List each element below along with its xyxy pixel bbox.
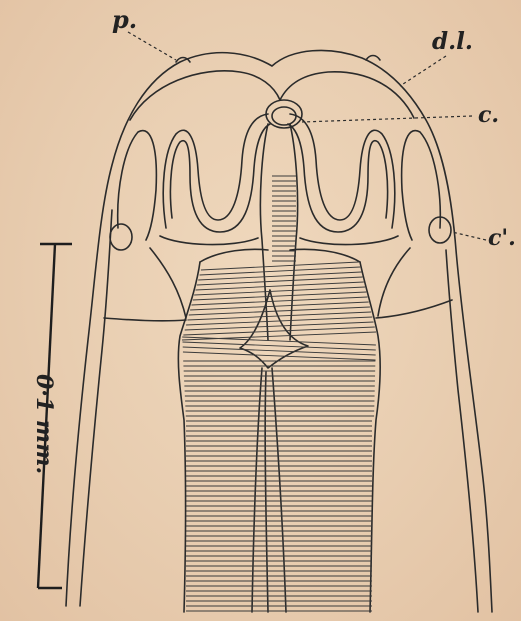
papilla-c-inner xyxy=(272,107,296,125)
lip-loop-left-base xyxy=(160,236,258,245)
lumen-star xyxy=(240,290,308,368)
muscle-stripe xyxy=(193,292,366,300)
oesophagus-right-wall xyxy=(360,262,380,612)
leader-c-prime xyxy=(452,232,486,240)
muscle-stripe xyxy=(189,307,370,315)
lateral-loop-right xyxy=(402,131,441,240)
side-fibre-left xyxy=(150,248,186,318)
lip-loop-right-outer xyxy=(290,114,395,228)
side-fibre-right xyxy=(378,248,410,316)
muscle-stripe xyxy=(182,337,376,345)
cervical-line-left xyxy=(104,318,186,321)
leader-dl xyxy=(400,56,446,86)
cervical-line-right xyxy=(376,300,452,318)
muscle-stripe xyxy=(182,342,375,350)
papilla-c xyxy=(266,100,302,128)
label-p: p. xyxy=(112,8,137,32)
central-stalk-right xyxy=(290,124,298,340)
label-leaders xyxy=(128,32,486,240)
leader-p xyxy=(128,32,176,60)
label-c: c. xyxy=(478,104,499,126)
muscle-stripe xyxy=(191,297,367,305)
muscle-stripe xyxy=(182,332,376,340)
lip-loop-left-outer xyxy=(163,114,268,228)
muscle-stripe xyxy=(183,327,374,335)
muscle-stripe xyxy=(197,277,363,285)
leader-c xyxy=(302,116,472,122)
label-dl: d.l. xyxy=(432,30,473,53)
label-c-prime: c'. xyxy=(488,227,516,249)
lip-loop-right-base xyxy=(300,236,398,245)
muscle-stripe xyxy=(201,262,359,270)
muscle-stripe xyxy=(185,322,374,330)
lip-loop-left-inner xyxy=(170,124,270,232)
muscle-stripe xyxy=(194,287,365,295)
muscle-hatching xyxy=(182,176,376,611)
muscle-stripe xyxy=(198,272,361,280)
muscle-stripe xyxy=(196,282,364,290)
lumen-line-1 xyxy=(252,368,262,612)
papilla-p-right xyxy=(366,56,380,61)
scale-bar-label: 0·1 mm. xyxy=(31,374,57,452)
muscle-stripe xyxy=(190,302,369,310)
muscle-stripe xyxy=(200,267,361,275)
lumen-line-2 xyxy=(272,368,286,612)
papilla-c-prime-left xyxy=(110,224,132,250)
lip-loop-right-inner xyxy=(288,124,388,232)
muscle-stripe xyxy=(183,352,376,360)
muscle-stripe xyxy=(183,347,376,355)
